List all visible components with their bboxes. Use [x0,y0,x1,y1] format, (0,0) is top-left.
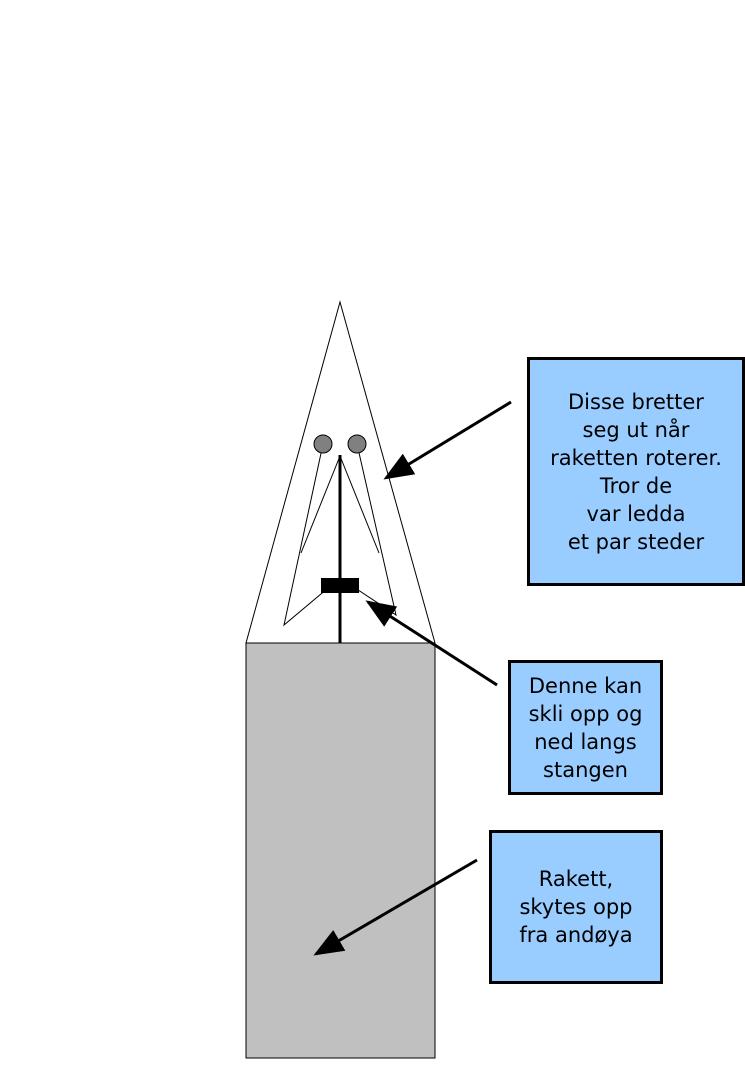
callout-slider-text: Denne kan skli opp og ned langs stangen [528,673,643,782]
callout-fold-out-text: Disse bretter seg ut når raketten rotere… [550,389,722,554]
callout-rocket: Rakett, skytes opp fra andøya [489,830,663,984]
sliding-block [321,578,359,593]
callout-fold-out: Disse bretter seg ut når raketten rotere… [527,357,745,586]
callout-slider: Denne kan skli opp og ned langs stangen [508,660,663,795]
arrow-fold-out [383,400,512,480]
weight-ball-left [313,434,333,454]
callout-rocket-text: Rakett, skytes opp fra andøya [519,867,633,947]
weight-ball-right [347,434,367,454]
fold-out-strut-right [339,455,380,554]
fold-out-strut-left [300,455,341,554]
arrow-slider [365,600,498,687]
rocket-body [245,642,436,1059]
fold-out-arm-left [283,443,341,627]
arrow-rocket [313,858,478,956]
